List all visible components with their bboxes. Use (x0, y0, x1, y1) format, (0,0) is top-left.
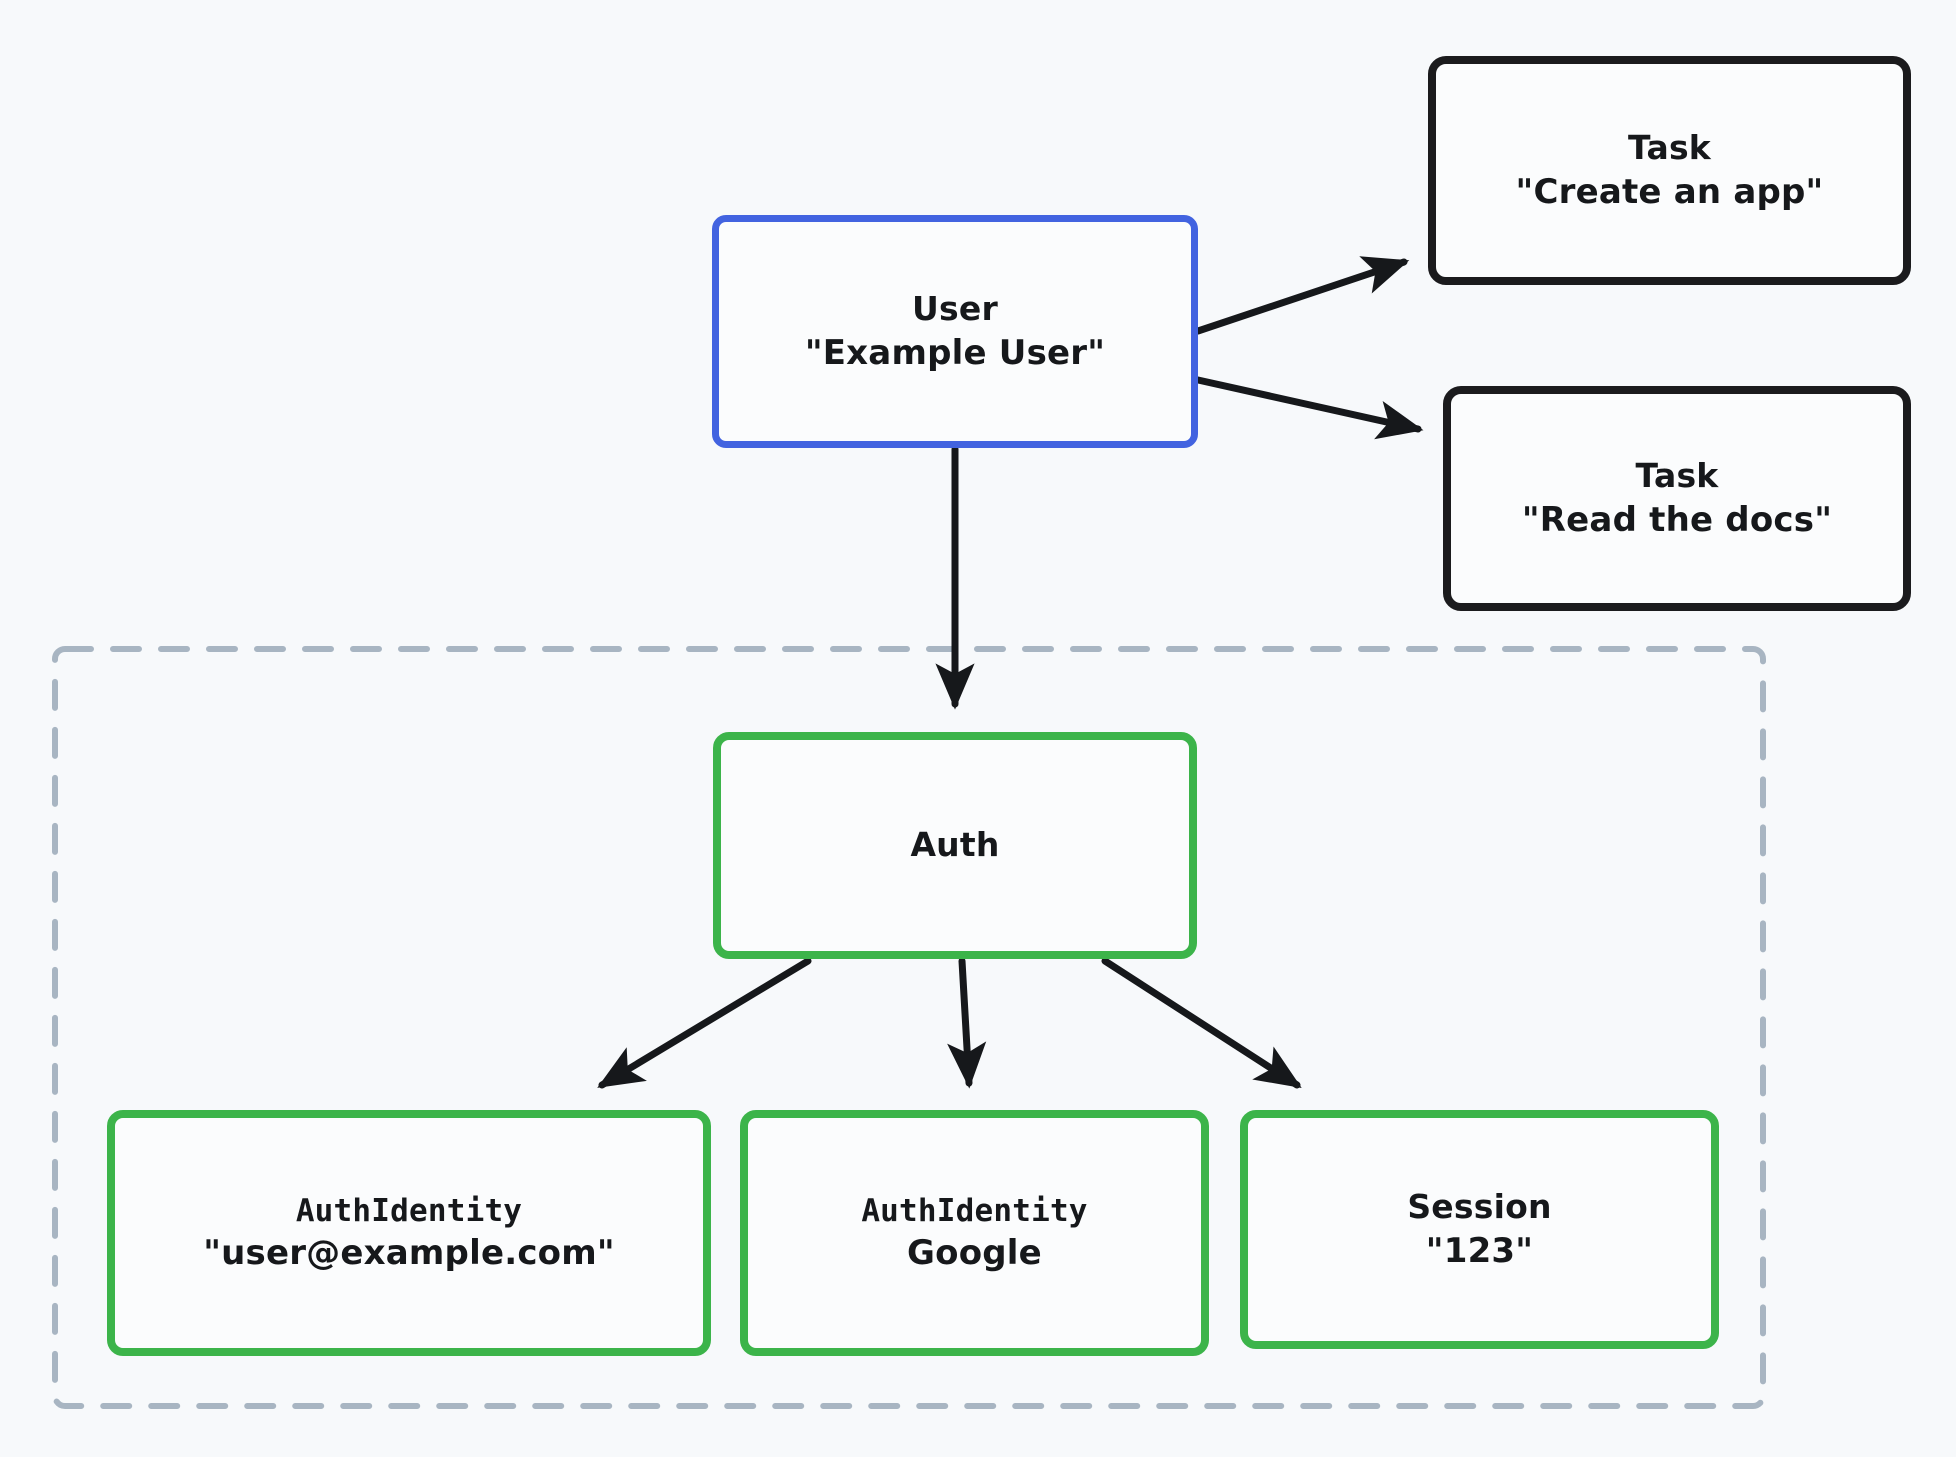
node-task-create-subtitle: "Create an app" (1515, 171, 1824, 212)
node-auth-identity-email[interactable]: AuthIdentity "user@example.com" (107, 1110, 711, 1356)
node-user-subtitle: "Example User" (804, 332, 1106, 373)
node-task-create[interactable]: Task "Create an app" (1428, 56, 1911, 285)
node-task-create-title: Task (1628, 127, 1711, 167)
node-task-read[interactable]: Task "Read the docs" (1443, 386, 1911, 611)
node-auth-identity-email-title: AuthIdentity (295, 1192, 523, 1229)
node-user[interactable]: User "Example User" (712, 215, 1198, 448)
node-auth-identity-email-subtitle: "user@example.com" (203, 1233, 615, 1274)
node-auth[interactable]: Auth (713, 732, 1197, 959)
node-auth-title: Auth (910, 825, 1000, 865)
edge-user-to-task-read (1194, 376, 1424, 440)
node-session-subtitle: "123" (1425, 1230, 1534, 1271)
node-auth-identity-google[interactable]: AuthIdentity Google (740, 1110, 1209, 1356)
node-session[interactable]: Session "123" (1240, 1110, 1719, 1349)
edge-user-to-task-create (1194, 256, 1410, 335)
node-session-title: Session (1407, 1186, 1552, 1226)
node-auth-identity-google-subtitle: Google (907, 1233, 1042, 1274)
node-auth-identity-google-title: AuthIdentity (861, 1192, 1088, 1229)
node-task-read-subtitle: "Read the docs" (1521, 499, 1833, 540)
node-user-title: User (912, 288, 998, 328)
node-task-read-title: Task (1635, 455, 1719, 495)
